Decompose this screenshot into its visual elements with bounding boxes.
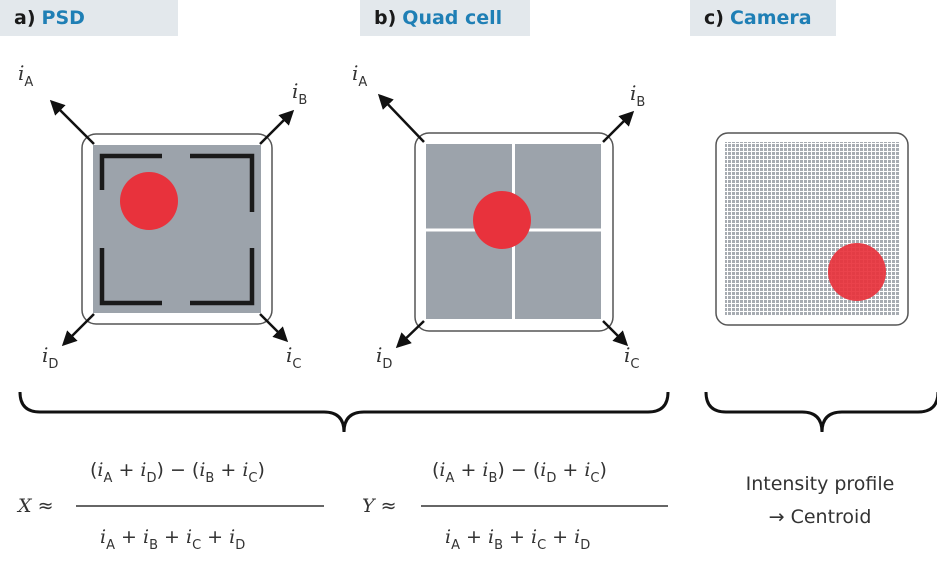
svg-text:iC: iC [624,343,639,372]
svg-text:iD: iD [376,343,392,372]
panel-a-header: a) PSD [0,0,178,36]
quad-cell-sensor [377,93,635,349]
x-formula-lhs: X ≈ [18,495,54,517]
laser-spot [828,243,886,301]
svg-text:iD: iD [42,343,58,372]
camera-sensor [715,132,909,326]
panel-b-title: Quad cell [402,7,503,29]
y-formula-lhs: Y ≈ [362,495,397,517]
camera-caption-line2: → Centroid [768,506,872,528]
svg-text:iA: iA [352,61,367,90]
psd-electrode-corners [99,153,255,306]
panel-c-header: c) Camera [690,0,836,36]
x-formula-numerator: (iA + iD) − (iB + iC) [90,459,265,486]
panel-c-title: Camera [729,7,812,29]
svg-text:iB: iB [292,79,307,108]
quad-current-arrows [377,93,635,349]
panel-a-letter: a) [14,7,36,29]
panel-b-letter: b) [374,7,397,29]
panel-c-letter: c) [704,7,724,29]
laser-spot [120,172,178,230]
y-formula-numerator: (iA + iB) − (iD + iC) [432,459,607,486]
brace-psd-quad [18,391,670,433]
panel-a-title: PSD [41,7,85,29]
x-formula-denominator: iA + iB + iC + iD [100,526,246,553]
camera-caption-line1: Intensity profile [745,473,895,495]
svg-text:iC: iC [286,343,301,372]
brace-camera [704,391,937,433]
camera-caption: Intensity profile → Centroid [720,468,920,534]
psd-sensor [49,99,295,347]
psd-current-arrows [49,99,295,347]
svg-text:iB: iB [630,81,645,110]
y-formula-denominator: iA + iB + iC + iD [445,526,591,553]
laser-spot [473,191,531,249]
panel-b-header: b) Quad cell [360,0,530,36]
svg-text:iA: iA [18,61,33,90]
